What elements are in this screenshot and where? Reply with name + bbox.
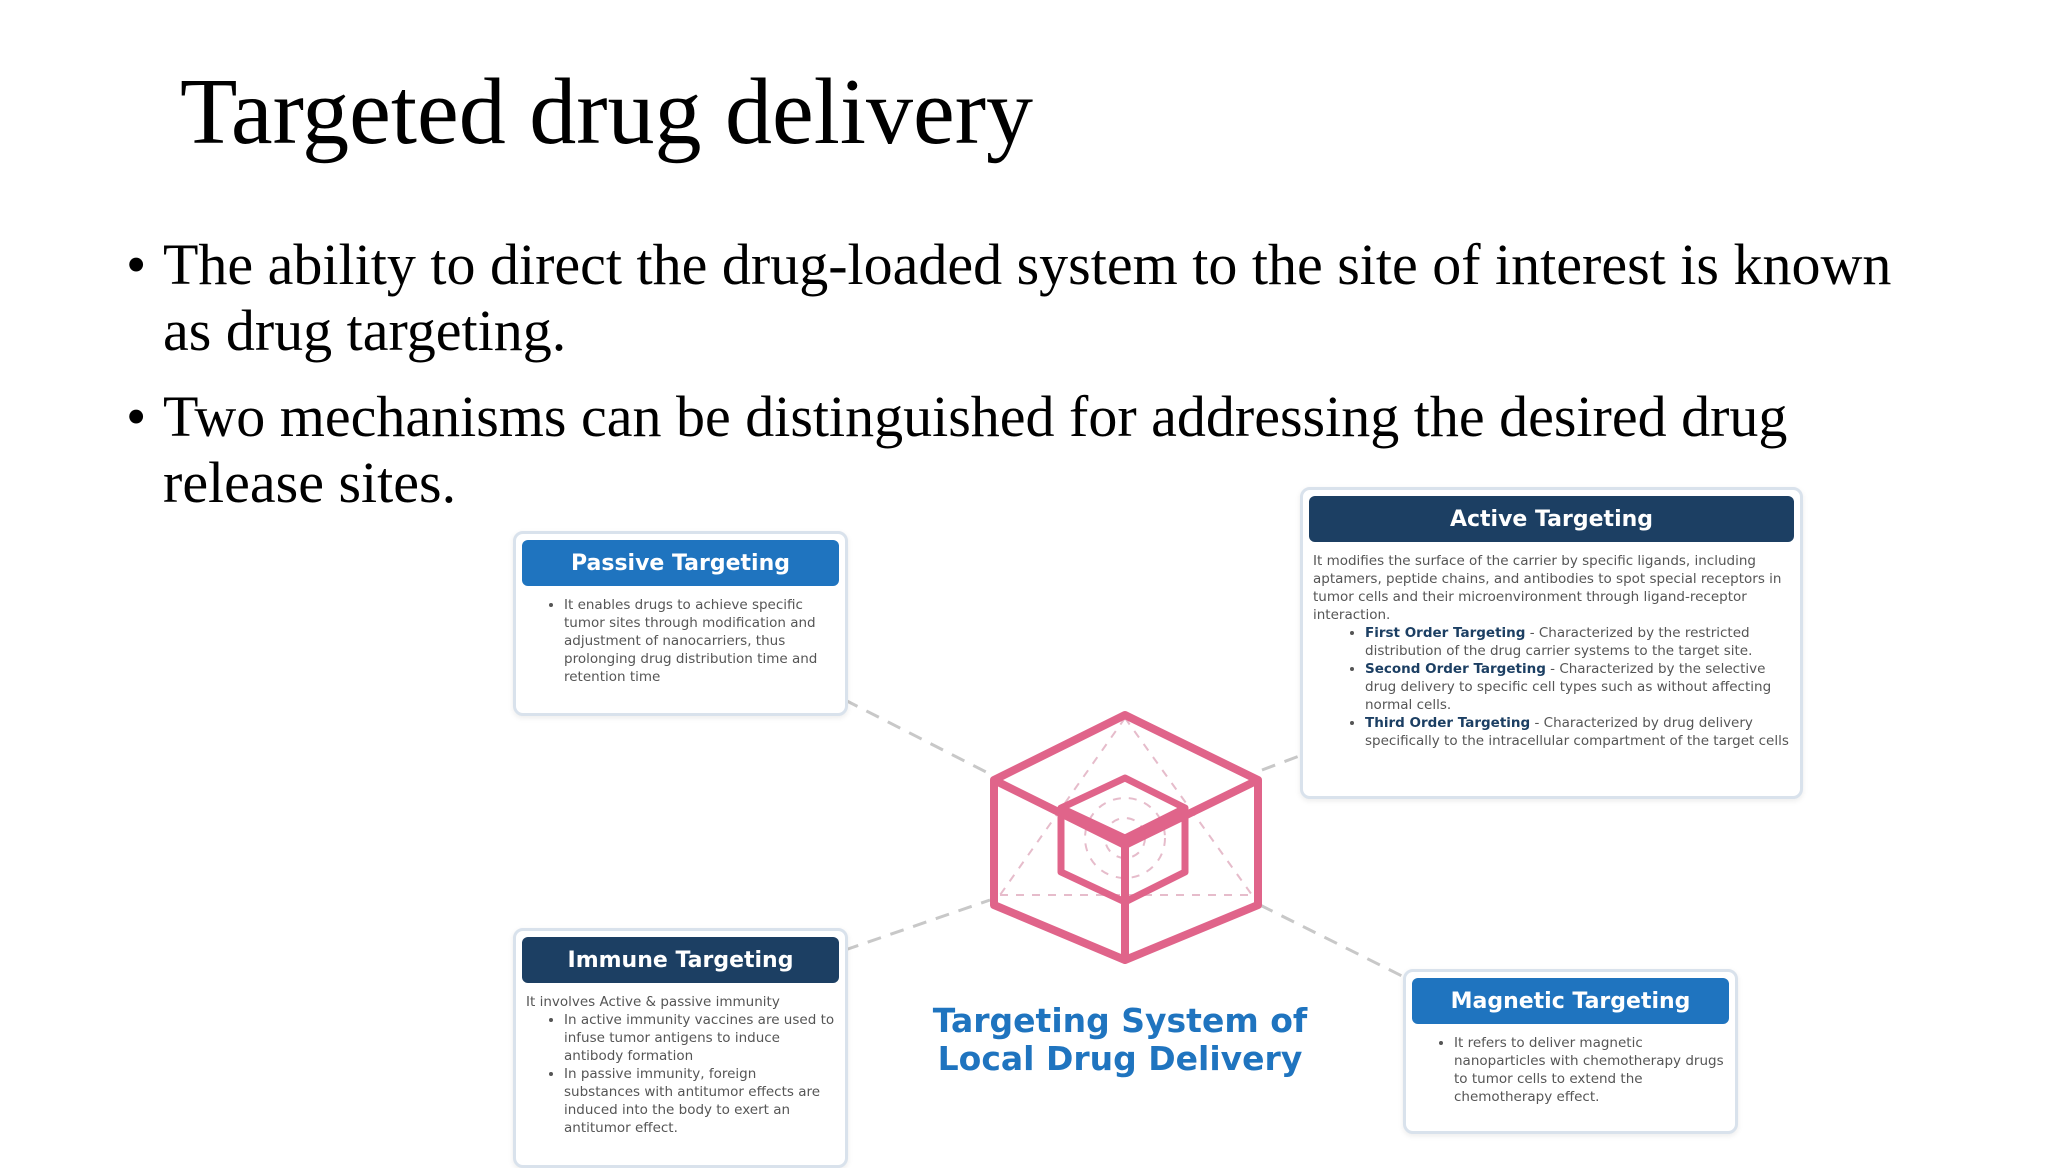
list-item: First Order Targeting - Characterized by…: [1365, 624, 1790, 660]
third-order-text: - Characterized by drug delivery specifi…: [1365, 715, 1789, 749]
active-targeting-header: Active Targeting: [1309, 496, 1794, 542]
first-order-text: - Characterized by the restricted distri…: [1365, 625, 1753, 659]
active-targeting-card: Active Targeting It modifies the surface…: [1300, 487, 1803, 799]
list-item: It enables drugs to achieve specific tum…: [564, 596, 835, 686]
active-points: First Order Targeting - Characterized by…: [1313, 624, 1790, 750]
cube-inner: [1057, 774, 1189, 906]
bullet-text: The ability to direct the drug-loaded sy…: [163, 232, 1892, 363]
immune-intro: It involves Active & passive immunity: [526, 994, 780, 1010]
active-intro: It modifies the surface of the carrier b…: [1313, 553, 1782, 623]
second-order-term: Second Order Targeting: [1365, 661, 1546, 677]
bullet-item: •The ability to direct the drug-loaded s…: [120, 232, 1940, 364]
center-label: Targeting System of Local Drug Delivery: [932, 1001, 1308, 1078]
connector-lines: [844, 698, 1411, 982]
passive-targeting-body: It enables drugs to achieve specific tum…: [526, 596, 835, 686]
bullet-text: Two mechanisms can be distinguished for …: [163, 384, 1788, 515]
immune-targeting-header: Immune Targeting: [522, 937, 839, 983]
list-item: Third Order Targeting - Characterized by…: [1365, 714, 1790, 750]
bullet-list: •The ability to direct the drug-loaded s…: [120, 232, 1940, 536]
bullet-dot: •: [126, 384, 147, 449]
list-item: It refers to deliver magnetic nanopartic…: [1454, 1034, 1725, 1106]
list-item: In active immunity vaccines are used to …: [564, 1011, 835, 1065]
second-order-text: - Characterized by the selective drug de…: [1365, 661, 1772, 713]
list-item: In passive immunity, foreign substances …: [564, 1065, 835, 1137]
active-targeting-body: It modifies the surface of the carrier b…: [1313, 552, 1790, 750]
immune-points: In active immunity vaccines are used to …: [526, 1011, 835, 1137]
immune-targeting-body: It involves Active & passive immunity In…: [526, 993, 835, 1137]
first-order-term: First Order Targeting: [1365, 625, 1526, 641]
list-item: Second Order Targeting - Characterized b…: [1365, 660, 1790, 714]
bullet-item: •Two mechanisms can be distinguished for…: [120, 384, 1940, 516]
slide-title: Targeted drug delivery: [180, 60, 1034, 164]
passive-targeting-card: Passive Targeting It enables drugs to ac…: [513, 531, 848, 716]
bullet-dot: •: [126, 232, 147, 297]
magnetic-points: It refers to deliver magnetic nanopartic…: [1416, 1034, 1725, 1106]
magnetic-targeting-header: Magnetic Targeting: [1412, 978, 1729, 1024]
passive-targeting-header: Passive Targeting: [522, 540, 839, 586]
magnetic-targeting-card: Magnetic Targeting It refers to deliver …: [1403, 969, 1738, 1134]
third-order-term: Third Order Targeting: [1365, 715, 1531, 731]
immune-targeting-card: Immune Targeting It involves Active & pa…: [513, 928, 848, 1168]
magnetic-targeting-body: It refers to deliver magnetic nanopartic…: [1416, 1034, 1725, 1106]
passive-points: It enables drugs to achieve specific tum…: [526, 596, 835, 686]
